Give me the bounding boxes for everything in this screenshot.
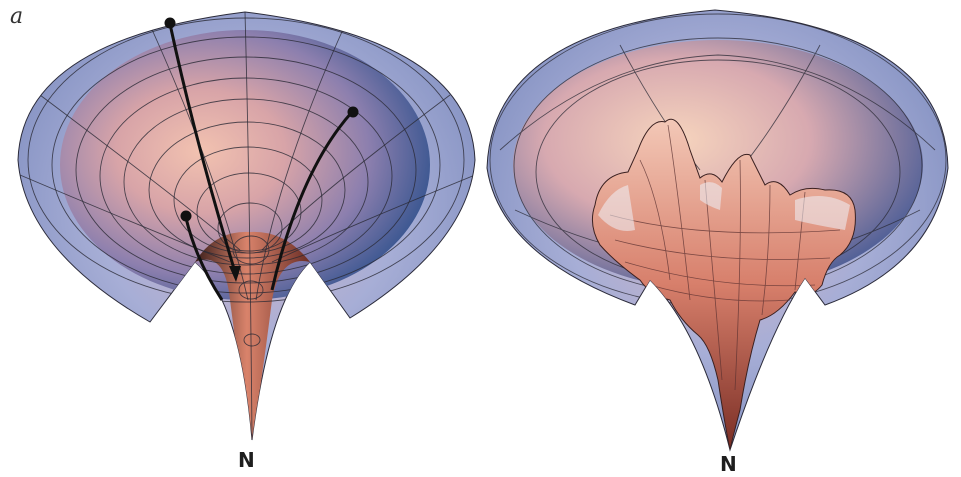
native-state-label-left: N	[238, 448, 255, 472]
right-funnel	[487, 10, 948, 450]
left-funnel	[18, 12, 475, 440]
trajectory-1-start	[165, 18, 176, 29]
trajectory-2-start	[348, 107, 359, 118]
native-state-label-right: N	[720, 452, 737, 476]
trajectory-3-start	[181, 211, 192, 222]
